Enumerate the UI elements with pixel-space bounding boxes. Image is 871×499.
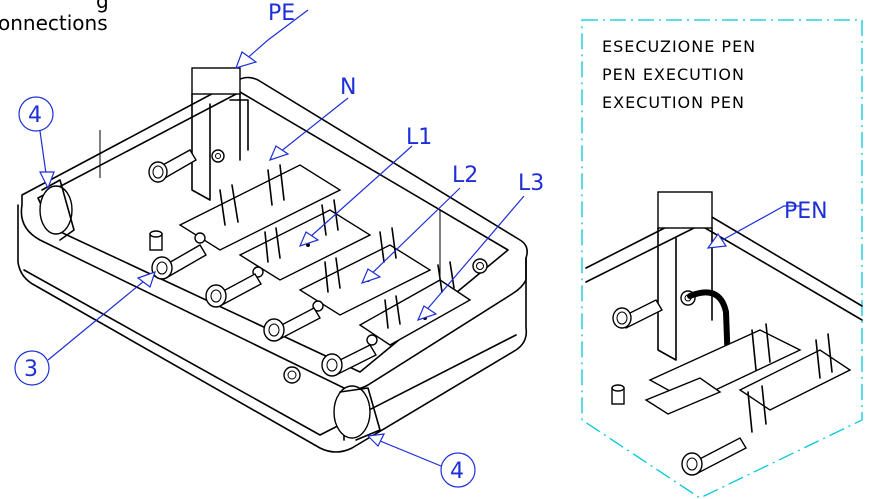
label-pe: PE	[268, 1, 295, 26]
terminal-box-drawing	[17, 67, 528, 453]
caption-line-1: g	[96, 0, 109, 13]
label-l3: L3	[518, 171, 544, 196]
inset-title-en: PEN EXECUTION	[602, 65, 745, 84]
callout-4-left: 4	[28, 103, 42, 128]
label-n: N	[340, 75, 356, 100]
inset-title-it: ESECUZIONE PEN	[602, 37, 756, 56]
inset-title-fr: EXECUTION PEN	[602, 93, 745, 112]
callout-leaders: PE N L1 L2 L3 4 3 4	[14, 1, 544, 488]
label-l1: L1	[406, 125, 432, 150]
label-l2: L2	[452, 163, 478, 188]
callout-4-bottom: 4	[450, 459, 464, 484]
caption-line-2: onnections	[0, 11, 108, 35]
callout-3: 3	[24, 357, 38, 382]
cable-lugs	[148, 149, 377, 377]
label-pen: PEN	[784, 199, 828, 224]
pen-execution-inset: ESECUZIONE PEN PEN EXECUTION EXECUTION P…	[581, 19, 863, 499]
terminal-plates	[178, 164, 472, 346]
